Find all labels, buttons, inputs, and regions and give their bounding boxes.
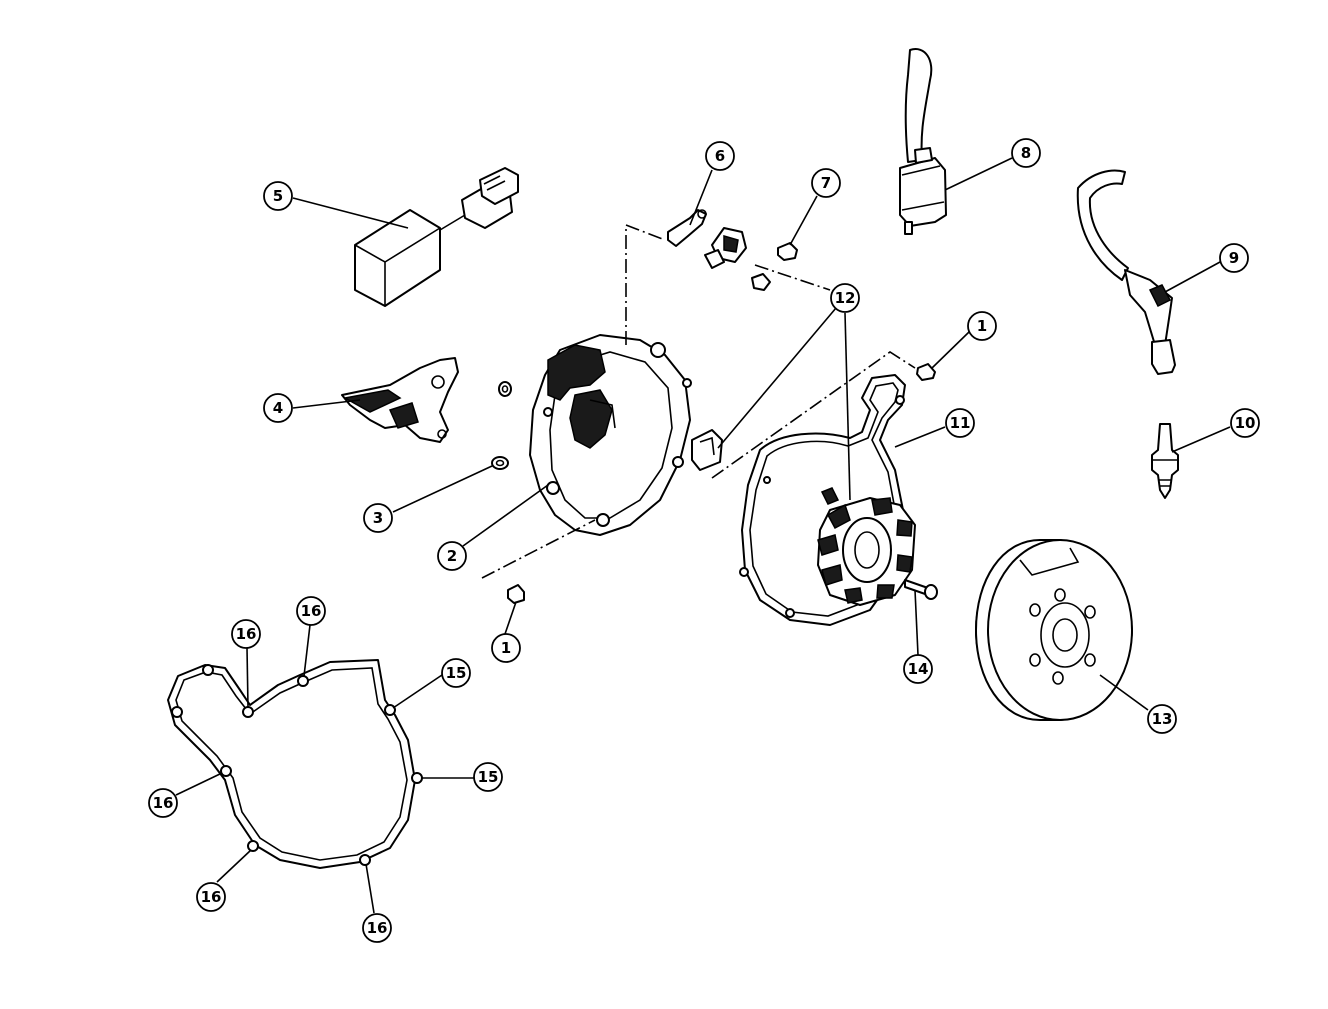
pickup-sensor-group xyxy=(667,209,798,471)
callout-label: 16 xyxy=(153,794,174,812)
callout-15-top: 15 xyxy=(441,658,471,688)
stator-screw xyxy=(904,579,938,600)
callout-10: 10 xyxy=(1230,408,1260,438)
callout-11: 11 xyxy=(945,408,975,438)
callout-1-top: 1 xyxy=(967,311,997,341)
callout-label: 9 xyxy=(1229,249,1239,267)
callout-label: 3 xyxy=(373,509,383,527)
callout-label: 7 xyxy=(821,174,831,192)
callout-5: 5 xyxy=(263,181,293,211)
leader-lines xyxy=(175,157,1231,914)
callout-label: 13 xyxy=(1152,710,1173,728)
callout-15-right: 15 xyxy=(473,762,503,792)
callout-label: 16 xyxy=(367,919,388,937)
callout-label: 1 xyxy=(977,317,987,335)
callout-label: 16 xyxy=(201,888,222,906)
callout-label: 12 xyxy=(835,289,856,307)
washers xyxy=(491,381,512,470)
callout-14: 14 xyxy=(903,654,933,684)
callout-1-bottom: 1 xyxy=(491,633,521,663)
callout-2: 2 xyxy=(437,541,467,571)
callout-9: 9 xyxy=(1219,243,1249,273)
flywheel-rotor xyxy=(975,539,1133,721)
callout-6: 6 xyxy=(705,141,735,171)
ignition-coil xyxy=(899,48,947,235)
callout-4: 4 xyxy=(263,393,293,423)
bracket-guard xyxy=(341,357,459,443)
large-gasket xyxy=(167,659,423,869)
callout-16-bottom-left: 16 xyxy=(196,882,226,912)
callout-label: 6 xyxy=(715,147,725,165)
callout-16-left: 16 xyxy=(148,788,178,818)
callout-label: 1 xyxy=(501,639,511,657)
callout-16-bottom: 16 xyxy=(362,913,392,943)
callout-label: 15 xyxy=(446,664,467,682)
dowels xyxy=(507,363,936,604)
callout-label: 10 xyxy=(1235,414,1256,432)
callout-label: 16 xyxy=(236,625,257,643)
plug-cap xyxy=(1076,169,1176,375)
alignment-lines xyxy=(481,223,916,579)
callout-label: 15 xyxy=(478,768,499,786)
stator xyxy=(817,487,916,606)
callout-13: 13 xyxy=(1147,704,1177,734)
callout-label: 11 xyxy=(950,414,971,432)
callout-12: 12 xyxy=(830,283,860,313)
ignition-cover xyxy=(529,334,692,536)
callout-label: 4 xyxy=(273,399,283,417)
spark-plug xyxy=(1151,423,1179,499)
callout-label: 16 xyxy=(301,602,322,620)
callout-7: 7 xyxy=(811,168,841,198)
callout-16-top-left: 16 xyxy=(231,619,261,649)
callout-label: 5 xyxy=(273,187,283,205)
callout-8: 8 xyxy=(1011,138,1041,168)
cdi-unit xyxy=(354,167,519,307)
callout-label: 14 xyxy=(908,660,929,678)
callout-3: 3 xyxy=(363,503,393,533)
callout-label: 8 xyxy=(1021,144,1031,162)
callout-16-top-right: 16 xyxy=(296,596,326,626)
callout-label: 2 xyxy=(447,547,457,565)
